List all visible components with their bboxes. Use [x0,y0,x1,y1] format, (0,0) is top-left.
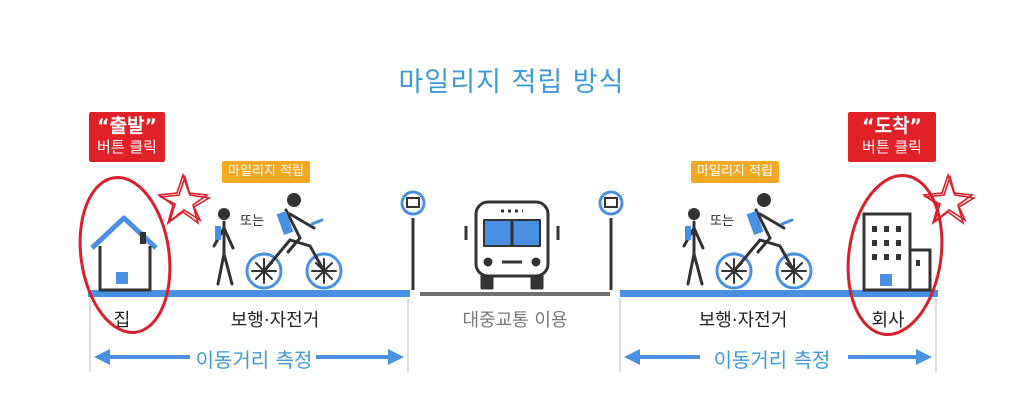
segment-walk-bike-left: 보행·자전거 [230,310,320,331]
highlight-circle-left [78,176,172,334]
start-callout-sub: 버튼 클릭 [97,138,157,156]
bus-stop-icon [598,190,624,290]
segment-public-transit: 대중교통 이용 [462,310,568,331]
house-icon [90,215,158,292]
cyclist-icon [715,193,813,290]
segment-walk-bike-right: 보행·자전거 [698,310,788,331]
measure-label-left: 이동거리 측정 [195,348,313,372]
highlight-circle-right [846,174,944,336]
end-callout-sub: 버튼 클릭 [862,138,922,156]
or-label-left: 또는 [240,214,264,229]
segment-company: 회사 [871,310,905,331]
start-callout-quote: “출발” [97,115,157,137]
measure-arrow-right [624,349,932,365]
transit-route-bar [420,292,610,296]
diagram-title: 마일리지 적립 방식 [398,67,625,98]
star-scribble-icon [156,172,212,226]
bus-icon [464,200,560,290]
right-route-bar [620,290,938,297]
or-label-right: 또는 [710,214,734,229]
measure-arrow-left [94,349,404,365]
walker-icon [212,208,235,286]
walker-icon [682,208,705,286]
start-callout: “출발” 버튼 클릭 [89,112,165,162]
left-route-bar [88,290,410,297]
end-callout: “도착” 버튼 클릭 [848,112,936,162]
office-building-icon [862,212,932,292]
cyclist-icon [245,193,343,290]
mileage-badge-left: 마일리지 적립 [222,161,310,183]
segment-home: 집 [113,310,131,331]
star-scribble-icon [921,172,977,226]
mileage-badge-right: 마일리지 적립 [691,161,779,183]
bus-stop-icon [400,190,426,290]
measure-label-right: 이동거리 측정 [713,348,831,372]
end-callout-quote: “도착” [862,115,922,137]
